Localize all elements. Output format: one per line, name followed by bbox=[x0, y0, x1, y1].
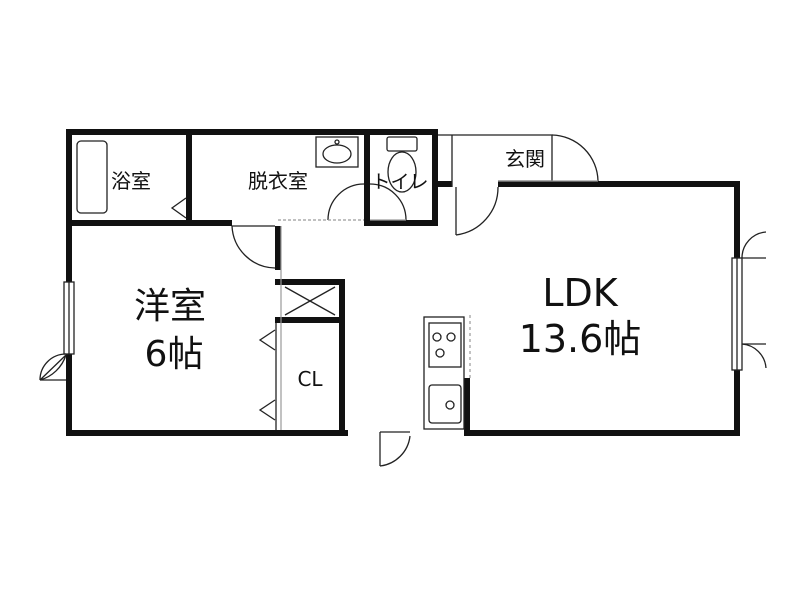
room-label-bath: 浴室 bbox=[111, 169, 151, 193]
room-label-dressing: 脱衣室 bbox=[248, 169, 308, 193]
room-label-closet: CL bbox=[297, 367, 323, 391]
room-label-western-size: 6帖 bbox=[145, 334, 204, 375]
room-label-ldk-name: LDK bbox=[542, 271, 618, 315]
room-label-toilet: トイレ bbox=[371, 171, 428, 193]
room-label-ldk-size: 13.6帖 bbox=[519, 317, 642, 361]
room-label-western-name: 洋室 bbox=[134, 286, 206, 327]
room-label-entrance: 玄関 bbox=[505, 147, 545, 171]
fixtures bbox=[39, 134, 767, 467]
